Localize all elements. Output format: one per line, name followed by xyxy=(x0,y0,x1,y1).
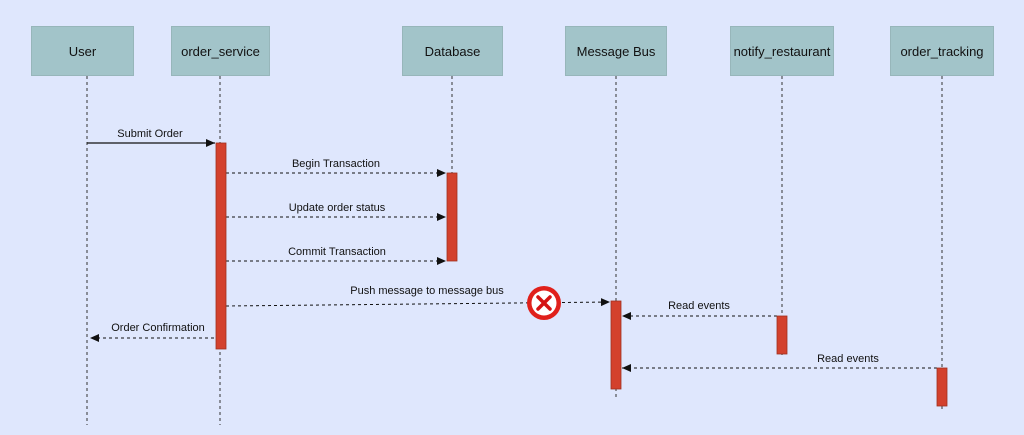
activation-order-tracking xyxy=(936,367,948,407)
activation-notify-restaurant xyxy=(776,315,788,355)
label-push-message: Push message to message bus xyxy=(350,285,504,297)
label-read-events-2: Read events xyxy=(817,353,879,365)
participant-label: User xyxy=(68,43,97,59)
label-commit-transaction: Commit Transaction xyxy=(288,246,386,258)
participant-label: Message Bus xyxy=(576,43,656,59)
label-read-events-1: Read events xyxy=(668,300,730,312)
label-submit-order: Submit Order xyxy=(117,128,183,140)
participant-label: order_service xyxy=(181,43,260,59)
label-begin-transaction: Begin Transaction xyxy=(291,158,381,170)
participant-user: User xyxy=(31,26,134,76)
label-order-confirmation: Order Confirmation xyxy=(111,322,205,334)
x-circle-icon xyxy=(527,286,561,320)
activation-order-service xyxy=(215,142,227,350)
participant-notify-restaurant: notify_restaurant xyxy=(730,26,834,76)
participant-database: Database xyxy=(402,26,503,76)
participant-label: order_tracking xyxy=(900,43,984,59)
participant-order-tracking: order_tracking xyxy=(890,26,994,76)
label-update-order-status: Update order status xyxy=(288,202,386,214)
participant-order-service: order_service xyxy=(171,26,270,76)
participant-label: Database xyxy=(424,43,481,59)
activation-message-bus xyxy=(610,300,622,390)
participant-message-bus: Message Bus xyxy=(565,26,667,76)
participant-label: notify_restaurant xyxy=(733,43,831,59)
activation-database xyxy=(446,172,458,262)
